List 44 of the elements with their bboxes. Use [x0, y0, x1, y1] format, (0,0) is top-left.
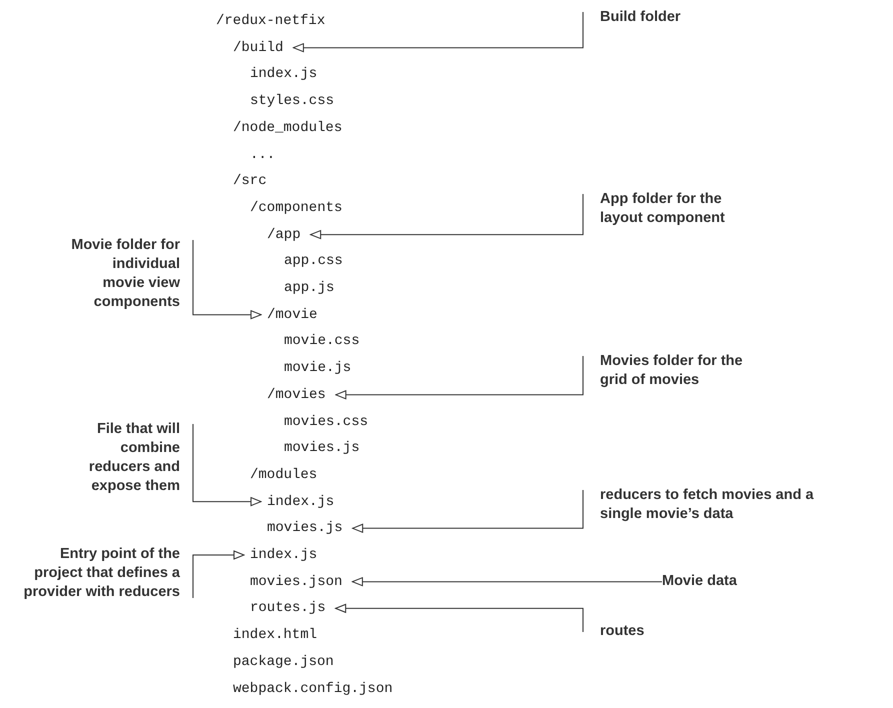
file-tree-entry: app.css: [284, 251, 343, 272]
file-tree-entry: package.json: [233, 652, 334, 672]
leader-arrow: [292, 12, 584, 52]
file-tree-entry: app.js: [284, 278, 334, 298]
file-tree-entry: /modules: [250, 464, 318, 485]
annotation-text: routes: [583, 622, 760, 641]
annotation-text: Movies folder for the grid of movies: [583, 352, 760, 390]
file-tree-entry: ...: [250, 144, 276, 164]
leader-arrow: [192, 424, 262, 506]
leader-arrow: [192, 550, 244, 598]
leader-arrow: [352, 577, 662, 586]
file-tree-entry: /app: [267, 224, 301, 245]
file-tree-entry: movies.js: [284, 438, 360, 458]
annotation-text: File that will combine reducers and expose them: [60, 420, 193, 496]
file-tree-entry: styles.css: [250, 91, 334, 112]
file-tree-entry: /redux-netfix: [216, 11, 326, 31]
leader-arrow: [335, 356, 584, 400]
file-tree-entry: movie.css: [284, 331, 360, 352]
leader-arrow: [352, 490, 584, 533]
file-tree-entry: movies.json: [250, 572, 342, 592]
leader-arrow: [192, 240, 262, 320]
file-tree-entry: routes.js: [250, 598, 326, 618]
file-tree-entry: index.html: [233, 625, 318, 646]
file-tree-entry: movies.js: [267, 518, 343, 538]
file-tree-entry: webpack.config.json: [233, 678, 393, 698]
file-tree-entry: index.js: [267, 492, 334, 512]
annotation-text: Build folder: [583, 8, 860, 27]
file-tree-entry: /src: [233, 171, 267, 192]
file-tree-entry: /build: [233, 38, 284, 58]
file-tree-entry: /movies: [267, 384, 326, 405]
file-tree-entry: index.js: [250, 64, 318, 84]
file-tree-entry: /node_modules: [233, 118, 342, 138]
leader-arrow: [310, 194, 584, 240]
annotation-text: Movie folder for individual movie view components: [70, 236, 193, 312]
file-tree-entry: movie.js: [284, 358, 352, 378]
leader-arrow: [335, 604, 584, 632]
file-tree-entry: movies.css: [284, 412, 368, 432]
file-tree-entry: /components: [250, 198, 342, 218]
annotation-text: Movie data: [662, 572, 782, 591]
file-tree-entry: index.js: [250, 545, 318, 565]
annotation-text: reducers to fetch movies and a single movie’s data: [583, 486, 830, 524]
annotation-text: App folder for the layout component: [583, 190, 760, 228]
annotation-text: Entry point of the project that defines a provider with reducers: [10, 545, 193, 602]
file-tree-entry: /movie: [267, 304, 318, 325]
